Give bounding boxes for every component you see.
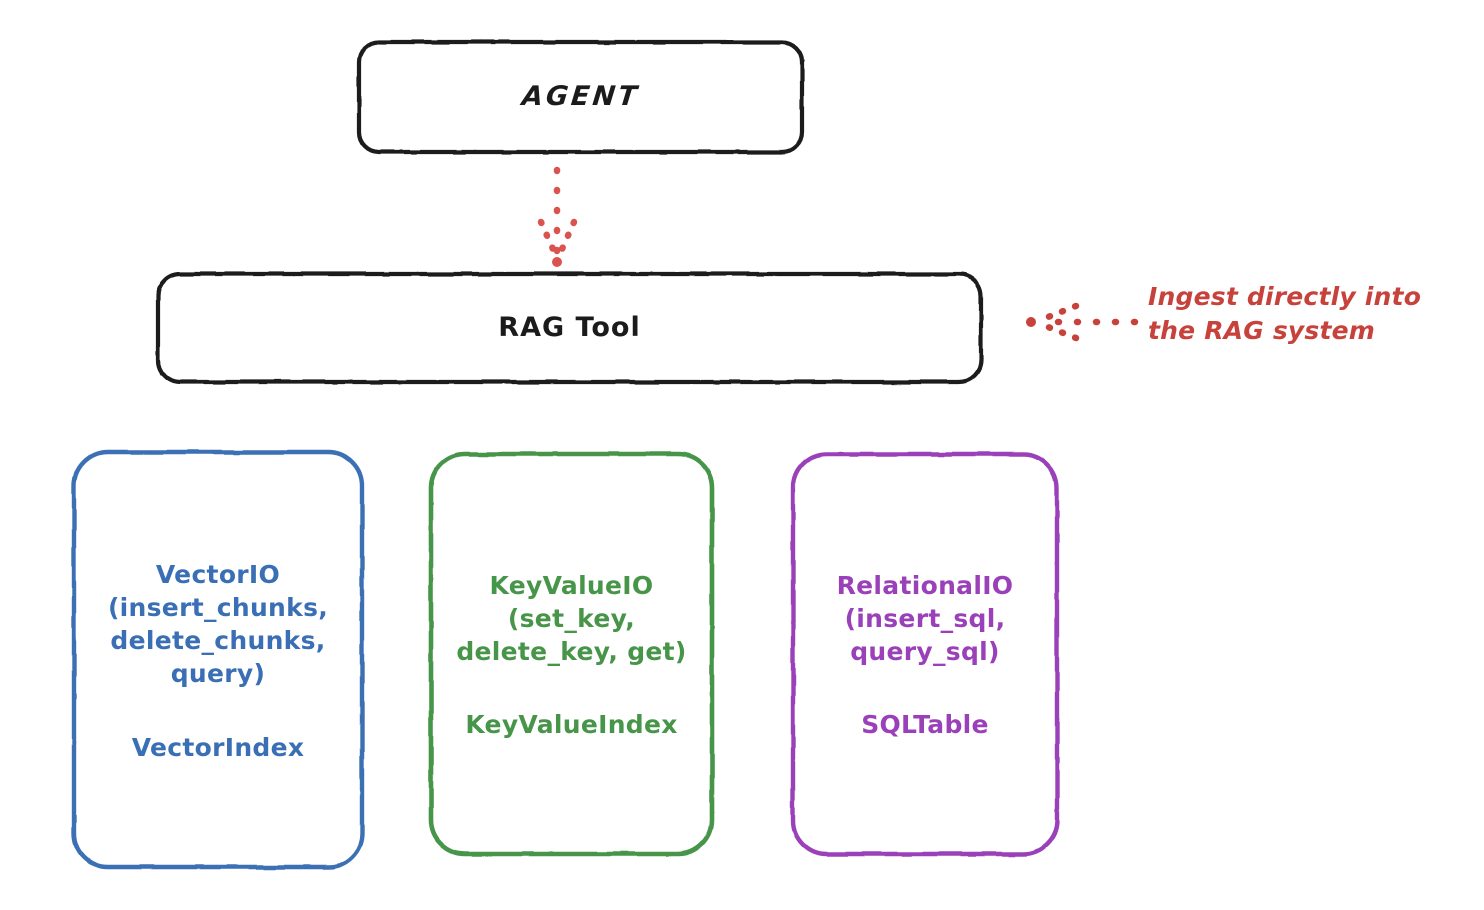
agent-node[interactable]: AGENT <box>357 40 804 154</box>
agent-to-rag-connector <box>537 166 578 267</box>
vectorio-box-outline <box>71 449 365 870</box>
keyvalueio-node[interactable]: KeyValueIO (set_key, delete_key, get) Ke… <box>429 452 714 856</box>
ingest-to-rag-connector <box>1026 302 1139 342</box>
vectorio-node[interactable]: VectorIO (insert_chunks, delete_chunks, … <box>72 450 364 869</box>
keyvalueio-node-sublabel: KeyValueIndex <box>465 710 678 740</box>
rag-tool-node[interactable]: RAG Tool <box>156 272 983 384</box>
relationalio-node-sublabel: SQLTable <box>861 710 989 740</box>
relationalio-node-label: RelationalIO (insert_sql, query_sql) <box>836 570 1014 667</box>
ingest-annotation-text: Ingest directly into the RAG system <box>1148 282 1422 345</box>
keyvalueio-box-outline <box>428 451 715 857</box>
relationalio-box-outline <box>790 451 1060 857</box>
ingest-annotation: Ingest directly into the RAG system <box>1148 280 1478 348</box>
rag-tool-node-label: RAG Tool <box>498 311 641 343</box>
rag-tool-box-outline <box>155 271 984 385</box>
vectorio-node-sublabel: VectorIndex <box>131 732 305 762</box>
relationalio-node[interactable]: RelationalIO (insert_sql, query_sql) SQL… <box>791 452 1059 856</box>
agent-node-label: AGENT <box>520 80 641 112</box>
vectorio-node-label: VectorIO (insert_chunks, delete_chunks, … <box>107 559 329 689</box>
keyvalueio-node-label: KeyValueIO (set_key, delete_key, get) <box>456 570 687 667</box>
agent-box-outline <box>356 39 805 155</box>
